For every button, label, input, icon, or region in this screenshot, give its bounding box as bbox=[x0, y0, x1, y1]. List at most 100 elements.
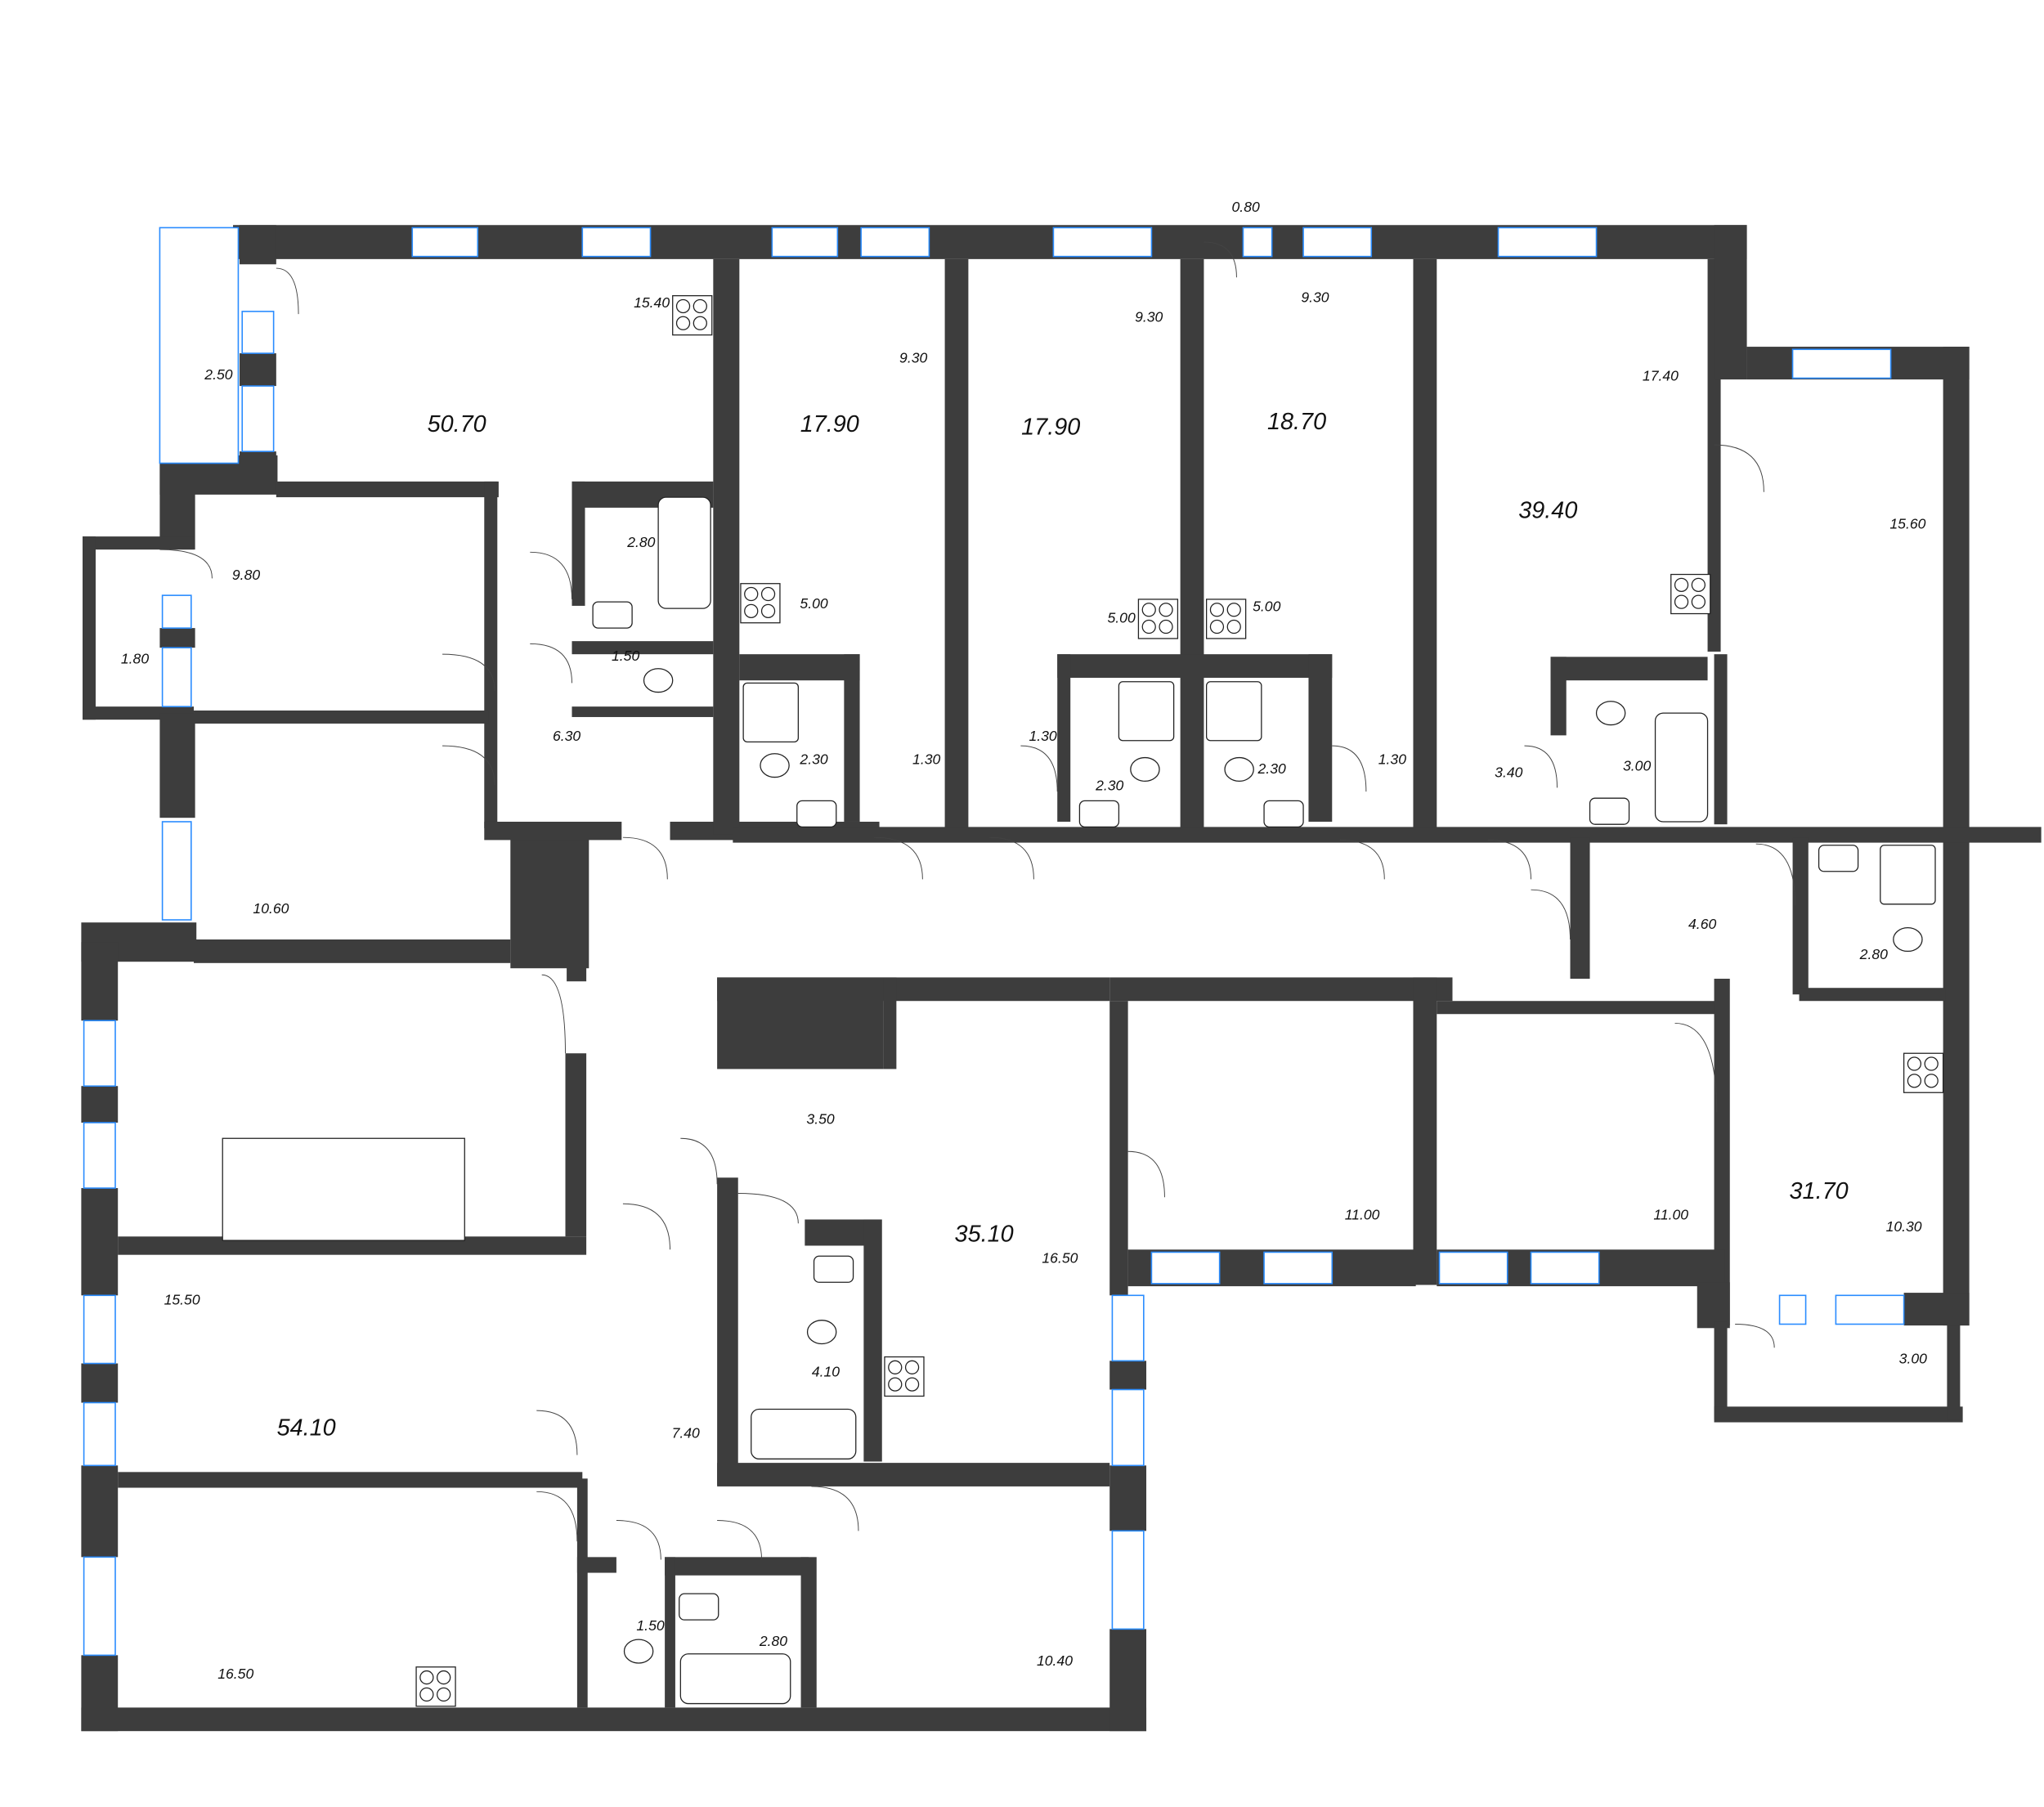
stove-icon bbox=[672, 295, 713, 336]
sink-icon bbox=[813, 1255, 854, 1283]
window bbox=[159, 226, 240, 464]
wall bbox=[484, 821, 622, 841]
wall bbox=[510, 824, 589, 969]
apartment-total-area: 39.40 bbox=[1518, 498, 1577, 524]
wall bbox=[194, 710, 489, 724]
stove-icon bbox=[740, 583, 781, 624]
sink-icon bbox=[1263, 800, 1304, 828]
door-swing bbox=[536, 1491, 578, 1542]
staircase bbox=[222, 1137, 465, 1241]
door-swing bbox=[680, 1137, 718, 1185]
door-swing bbox=[1714, 444, 1764, 492]
shower-icon bbox=[1206, 681, 1262, 742]
window bbox=[1791, 348, 1892, 379]
room-area-label: 10.60 bbox=[253, 900, 289, 917]
toilet-icon bbox=[623, 1639, 654, 1664]
toilet-icon bbox=[643, 668, 674, 693]
wall bbox=[159, 451, 195, 550]
apartment-total-area: 35.10 bbox=[955, 1222, 1014, 1248]
room-area-label: 4.60 bbox=[1688, 916, 1716, 932]
room-area-label: 16.50 bbox=[1042, 1249, 1078, 1266]
room-area-label: 0.80 bbox=[1232, 199, 1260, 215]
room-area-label: 9.30 bbox=[899, 349, 927, 365]
door-swing bbox=[1735, 1324, 1775, 1348]
room-area-label: 9.80 bbox=[232, 567, 260, 583]
door-swing bbox=[159, 549, 213, 579]
wall bbox=[1413, 258, 1437, 835]
wall bbox=[194, 939, 511, 963]
room-area-label: 15.40 bbox=[634, 294, 670, 311]
shower-icon bbox=[1118, 681, 1175, 742]
door-swing bbox=[811, 1486, 859, 1531]
wall bbox=[572, 481, 585, 606]
window bbox=[241, 385, 275, 452]
room-area-label: 17.40 bbox=[1643, 368, 1679, 384]
window bbox=[1242, 226, 1273, 258]
door-swing bbox=[541, 974, 566, 1054]
door-swing bbox=[1755, 843, 1796, 906]
wall bbox=[159, 628, 195, 648]
door-swing bbox=[737, 1192, 799, 1224]
apartment-total-area: 31.70 bbox=[1790, 1178, 1849, 1204]
room-area-label: 3.40 bbox=[1495, 764, 1522, 781]
window bbox=[771, 226, 839, 258]
wall bbox=[240, 353, 276, 387]
bathtub-icon bbox=[679, 1653, 791, 1705]
wall bbox=[1057, 654, 1071, 822]
door-swing bbox=[442, 653, 495, 691]
stove-icon bbox=[1137, 599, 1179, 639]
wall bbox=[733, 827, 2042, 843]
stove-icon bbox=[415, 1666, 456, 1707]
door-swing bbox=[988, 836, 1034, 880]
door-swing bbox=[622, 1203, 671, 1250]
toilet-icon bbox=[1130, 756, 1160, 782]
shower-icon bbox=[742, 682, 799, 743]
area-labels: 0.8015.402.5050.709.3017.909.3017.909.30… bbox=[121, 199, 1927, 1682]
door-swing bbox=[1204, 241, 1237, 278]
stove-icon bbox=[1903, 1052, 1944, 1093]
room-area-label: 10.40 bbox=[1037, 1652, 1073, 1669]
door-swing bbox=[1524, 745, 1558, 788]
door-swing bbox=[1332, 745, 1367, 792]
room-area-label: 2.80 bbox=[1859, 946, 1888, 962]
windows bbox=[83, 226, 1905, 1657]
sink-icon bbox=[679, 1593, 719, 1621]
wall bbox=[81, 942, 119, 1021]
wall bbox=[713, 258, 740, 835]
room-area-label: 2.30 bbox=[799, 751, 827, 768]
apartment-total-area: 17.90 bbox=[1021, 414, 1080, 440]
wall bbox=[81, 1188, 119, 1296]
wall bbox=[1437, 1001, 1725, 1015]
wall bbox=[572, 641, 714, 655]
wall bbox=[240, 225, 276, 265]
window bbox=[1052, 226, 1153, 258]
wall bbox=[1947, 1321, 1961, 1420]
bathtub-icon bbox=[657, 496, 711, 609]
toilet-icon bbox=[806, 1320, 837, 1345]
window bbox=[411, 226, 479, 258]
door-swing bbox=[1487, 839, 1531, 880]
wall bbox=[863, 1219, 882, 1462]
wall bbox=[576, 1557, 616, 1573]
door-swing bbox=[622, 836, 668, 880]
door-swing bbox=[1020, 745, 1058, 792]
door-swing bbox=[616, 1520, 661, 1560]
sink-icon bbox=[1589, 797, 1630, 825]
room-area-label: 1.30 bbox=[1378, 751, 1406, 768]
window bbox=[1835, 1294, 1905, 1325]
window bbox=[1150, 1251, 1221, 1285]
room-area-label: 2.80 bbox=[626, 534, 655, 550]
wall bbox=[1109, 1629, 1147, 1732]
room-area-label: 1.50 bbox=[636, 1617, 664, 1634]
toilet-icon bbox=[1595, 701, 1626, 726]
room-area-label: 2.30 bbox=[1095, 778, 1123, 794]
window bbox=[860, 226, 930, 258]
door-swing bbox=[1339, 839, 1385, 880]
bathtub-icon bbox=[1654, 712, 1709, 823]
room-area-label: 5.00 bbox=[1107, 610, 1135, 626]
room-area-label: 9.30 bbox=[1301, 289, 1329, 306]
room-area-label: 15.50 bbox=[164, 1291, 200, 1307]
room-area-label: 4.10 bbox=[812, 1364, 840, 1380]
wall bbox=[665, 1557, 675, 1708]
door-swing bbox=[1531, 889, 1571, 940]
